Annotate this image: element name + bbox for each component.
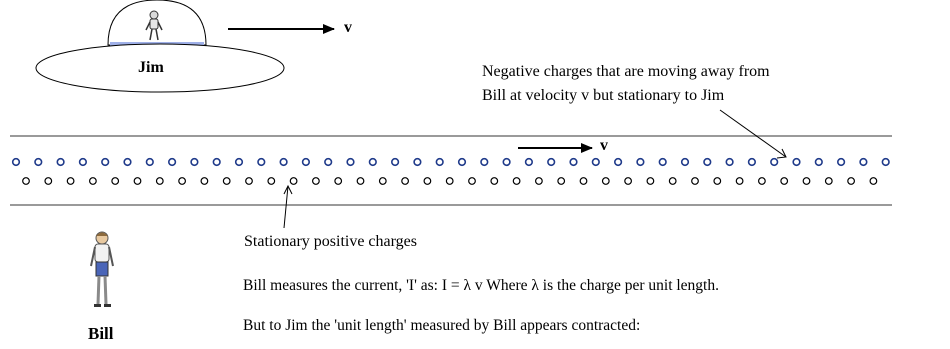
positive-charges-row (23, 178, 877, 185)
negative-charge (280, 159, 287, 166)
positive-charge (647, 178, 654, 185)
negative-charge (169, 159, 176, 166)
positive-charge (781, 178, 788, 185)
negative-charge (347, 159, 354, 166)
negative-charge-pointer (720, 110, 786, 157)
positive-charge (157, 178, 164, 185)
positive-charge (335, 178, 342, 185)
ground-observer-label: Bill (88, 324, 114, 343)
negative-charge (726, 159, 733, 166)
ground-observer-icon (91, 232, 113, 307)
positive-charge (134, 178, 141, 185)
positive-charge (603, 178, 610, 185)
negative-charge (526, 159, 533, 166)
negative-charge (838, 159, 845, 166)
negative-charge (436, 159, 443, 166)
negative-charge (860, 159, 867, 166)
positive-charge (714, 178, 721, 185)
negative-charge (258, 159, 265, 166)
negative-charge (124, 159, 131, 166)
contraction-text: But to Jim the 'unit length' measured by… (243, 316, 640, 335)
positive-charge (826, 178, 833, 185)
positive-charge (246, 178, 253, 185)
negative-charges-annotation-line1: Negative charges that are moving away fr… (482, 62, 770, 81)
positive-charge (736, 178, 743, 185)
positive-charge (357, 178, 364, 185)
positive-charge (759, 178, 766, 185)
negative-charge (882, 159, 889, 166)
positive-charge (223, 178, 230, 185)
negative-charge (370, 159, 377, 166)
ship-observer-label: Jim (138, 58, 164, 77)
positive-charge (870, 178, 877, 185)
positive-charge (513, 178, 520, 185)
positive-charge (446, 178, 453, 185)
negative-charge (503, 159, 510, 166)
current-formula-text: Bill measures the current, 'I' as: I = λ… (243, 276, 719, 295)
positive-charge (669, 178, 676, 185)
negative-charge (548, 159, 555, 166)
positive-charge (23, 178, 30, 185)
positive-charge (625, 178, 632, 185)
positive-charge (45, 178, 52, 185)
negative-charge (102, 159, 109, 166)
positive-charge (201, 178, 208, 185)
positive-charges-annotation: Stationary positive charges (244, 232, 417, 251)
negative-charge (615, 159, 622, 166)
negative-charge (682, 159, 689, 166)
negative-charge (793, 159, 800, 166)
negative-charge (637, 159, 644, 166)
negative-charge (570, 159, 577, 166)
negative-charge (35, 159, 42, 166)
negative-charge (303, 159, 310, 166)
positive-charge (380, 178, 387, 185)
positive-charge (469, 178, 476, 185)
negative-charges-row (13, 159, 889, 166)
positive-charge (803, 178, 810, 185)
negative-charge (13, 159, 20, 166)
positive-charge (112, 178, 119, 185)
negative-charge (593, 159, 600, 166)
negative-charge (147, 159, 154, 166)
positive-charge (491, 178, 498, 185)
negative-charge (414, 159, 421, 166)
negative-charge (57, 159, 64, 166)
negative-charge (392, 159, 399, 166)
negative-charge (481, 159, 488, 166)
negative-charge (771, 159, 778, 166)
negative-charge (816, 159, 823, 166)
spaceship (36, 0, 284, 92)
negative-charge (213, 159, 220, 166)
positive-charge (90, 178, 97, 185)
positive-charge (692, 178, 699, 185)
negative-charge (704, 159, 711, 166)
positive-charge (67, 178, 74, 185)
positive-charge (290, 178, 297, 185)
negative-charge (80, 159, 87, 166)
positive-charge (580, 178, 587, 185)
negative-charge (659, 159, 666, 166)
negative-charge (236, 159, 243, 166)
negative-charges-annotation-line2: Bill at velocity v but stationary to Jim (482, 86, 724, 105)
positive-charge (179, 178, 186, 185)
negative-charge (325, 159, 332, 166)
ship-velocity-label: v (344, 18, 352, 37)
positive-charge (402, 178, 409, 185)
positive-charge (848, 178, 855, 185)
wire-velocity-label: v (600, 136, 608, 155)
positive-charge (268, 178, 275, 185)
negative-charge (459, 159, 466, 166)
positive-charge (536, 178, 543, 185)
positive-charge (424, 178, 431, 185)
negative-charge (191, 159, 198, 166)
negative-charge (749, 159, 756, 166)
positive-charge (558, 178, 565, 185)
positive-charge (313, 178, 320, 185)
